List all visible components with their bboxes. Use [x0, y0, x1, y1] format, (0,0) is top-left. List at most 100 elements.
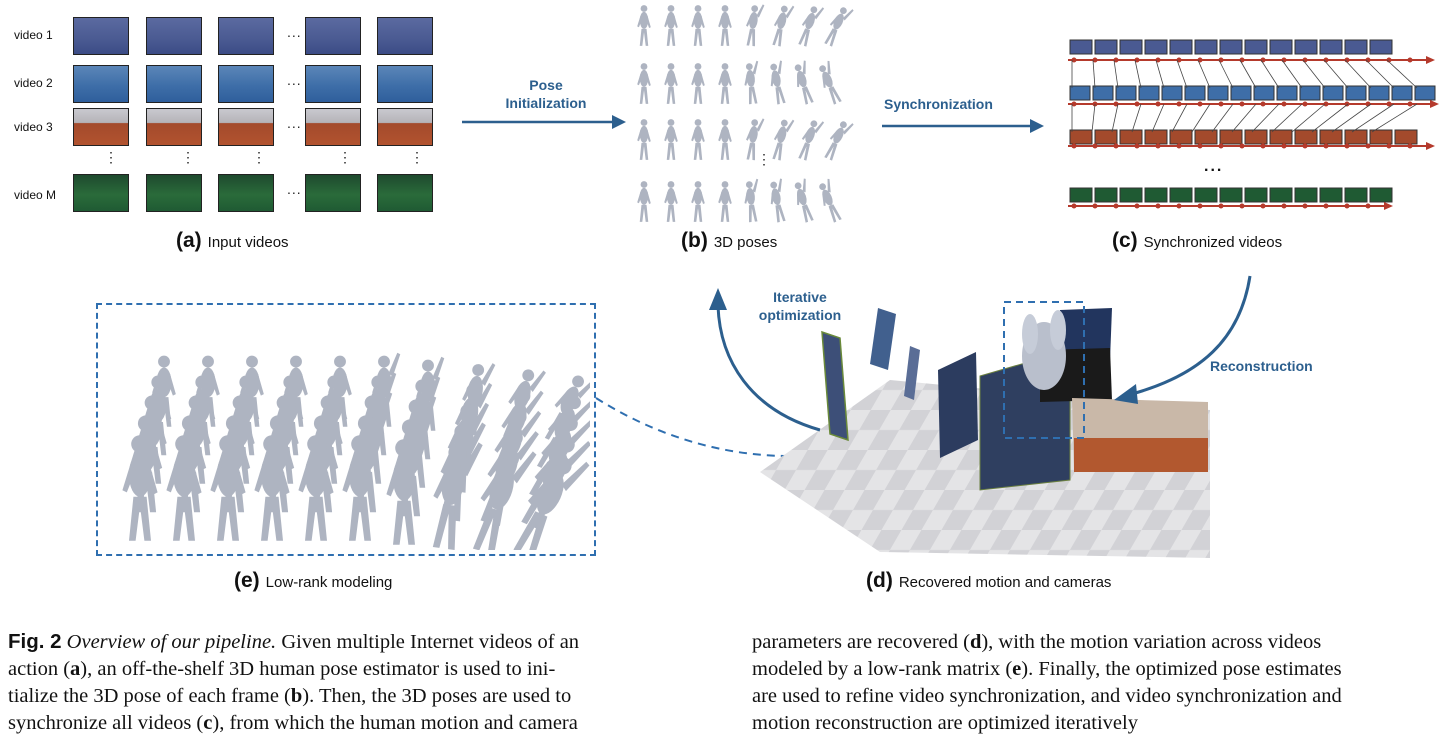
video-m-frame	[73, 174, 129, 212]
caption-right-line-2: modeled by a low-rank matrix (e). Finall…	[752, 658, 1342, 680]
video-1-frame	[377, 17, 433, 55]
pose-figure	[637, 119, 651, 160]
ellipsis: ...	[287, 115, 302, 131]
pose-figure	[772, 119, 795, 161]
pose-figure	[746, 4, 765, 47]
pose-figure	[152, 355, 176, 427]
pose-grid	[637, 4, 854, 223]
video-1-frame	[218, 17, 274, 55]
caption-a-letter: (a)	[176, 229, 202, 252]
video-3-frame	[218, 108, 274, 146]
pose-figure	[819, 60, 842, 105]
curved-arrow-icon	[1114, 275, 1252, 404]
caption-e-text: Low-rank modeling	[265, 574, 393, 591]
video-2-frame	[377, 65, 433, 103]
curved-arrow-icon	[709, 288, 821, 432]
pose-figure	[416, 356, 445, 431]
video-label-3: video 3	[14, 120, 53, 134]
vertical-ellipsis: ⋮	[410, 149, 424, 165]
video-3-frame	[73, 108, 129, 146]
arrow-label-iterative: Iterative	[773, 289, 827, 305]
caption-a-text: Input videos	[207, 234, 289, 251]
pose-figure	[772, 5, 795, 47]
caption-d-letter: (d)	[866, 569, 893, 592]
caption-d: (d) Recovered motion and cameras	[866, 569, 1111, 593]
dashed-box	[96, 303, 596, 556]
caption-b-letter: (b)	[681, 229, 708, 252]
vertical-ellipsis: ⋮	[104, 149, 118, 165]
video-label-m: video M	[14, 188, 57, 202]
pose-figure	[744, 60, 759, 105]
vertical-ellipsis: ⋮	[338, 149, 352, 165]
video-1-frame	[146, 17, 202, 55]
video-m-frame	[377, 174, 433, 212]
caption-e-letter: (e)	[234, 569, 260, 592]
caption-c: (c) Synchronized videos	[1112, 229, 1282, 253]
video-2-frame	[73, 65, 129, 103]
pose-figure	[461, 363, 496, 436]
pose-figure	[770, 60, 786, 105]
video-1-frame	[73, 17, 129, 55]
caption-left-line-4: synchronize all videos (c), from which t…	[8, 712, 578, 734]
arrow-label-synchronization: Synchronization	[884, 96, 993, 112]
video-label-1: video 1	[14, 28, 53, 42]
pose-figure	[284, 355, 308, 427]
pose-figure	[664, 63, 678, 104]
caption-b: (b) 3D poses	[681, 229, 777, 253]
pose-figure	[798, 120, 825, 161]
vertical-ellipsis: ⋮	[252, 149, 266, 165]
video-2-frame	[305, 65, 361, 103]
arrow-label-initialization: Initialization	[505, 95, 587, 111]
pose-figure	[824, 121, 854, 161]
caption-c-letter: (c)	[1112, 229, 1138, 252]
pose-figure	[718, 5, 732, 46]
pose-figure	[770, 178, 786, 223]
pose-figure	[664, 181, 678, 222]
video-3-frame	[377, 108, 433, 146]
pose-figure	[746, 118, 765, 161]
caption-d-text: Recovered motion and cameras	[898, 574, 1112, 591]
caption-c-text: Synchronized videos	[1143, 234, 1283, 251]
arrow-label-pose: Pose	[529, 77, 563, 93]
pose-figure	[794, 178, 814, 223]
vertical-ellipsis: ⋮	[757, 151, 771, 167]
pose-figure	[691, 119, 705, 160]
caption-right-line-3: are used to refine video synchronization…	[752, 685, 1342, 707]
pose-figure	[718, 119, 732, 160]
pose-figure	[196, 355, 220, 427]
caption-left-line-3: tialize the 3D pose of each frame (b). T…	[8, 685, 572, 707]
pose-figure	[240, 355, 264, 427]
video-label-2: video 2	[14, 76, 53, 90]
arrow-label-reconstruction: Reconstruction	[1210, 358, 1313, 374]
pose-figure	[798, 6, 825, 47]
caption-left-line-2: action (a), an off-the-shelf 3D human po…	[8, 658, 556, 680]
pose-figure	[691, 181, 705, 222]
video-1-frame	[305, 17, 361, 55]
pose-figure	[328, 355, 352, 427]
pose-figure	[372, 352, 401, 427]
ellipsis: ...	[287, 72, 302, 88]
caption-e: (e) Low-rank modeling	[234, 569, 392, 593]
caption-left-line-1: Fig. 2 Overview of our pipeline. Given m…	[8, 630, 580, 653]
vertical-ellipsis: ⋮	[181, 149, 195, 165]
video-m-frame	[218, 174, 274, 212]
caption-a: (a) Input videos	[176, 229, 289, 253]
caption-b-text: 3D poses	[713, 234, 778, 251]
pose-figure	[718, 63, 732, 104]
pose-figure	[637, 181, 651, 222]
pose-figure	[503, 369, 546, 440]
pose-figure	[824, 7, 854, 47]
video-2-frame	[218, 65, 274, 103]
pose-figure	[794, 60, 814, 105]
pose-crowd	[122, 352, 590, 550]
caption-right-line-4: motion reconstruction are optimized iter…	[752, 712, 1138, 734]
right-arrow-icon	[462, 115, 626, 129]
pose-figure	[637, 5, 651, 46]
pose-figure	[544, 375, 590, 444]
pose-figure	[664, 119, 678, 160]
video-m-frame	[146, 174, 202, 212]
pose-figure	[819, 178, 842, 223]
pose-figure	[691, 5, 705, 46]
right-arrow-icon	[882, 119, 1044, 133]
video-3-frame	[305, 108, 361, 146]
